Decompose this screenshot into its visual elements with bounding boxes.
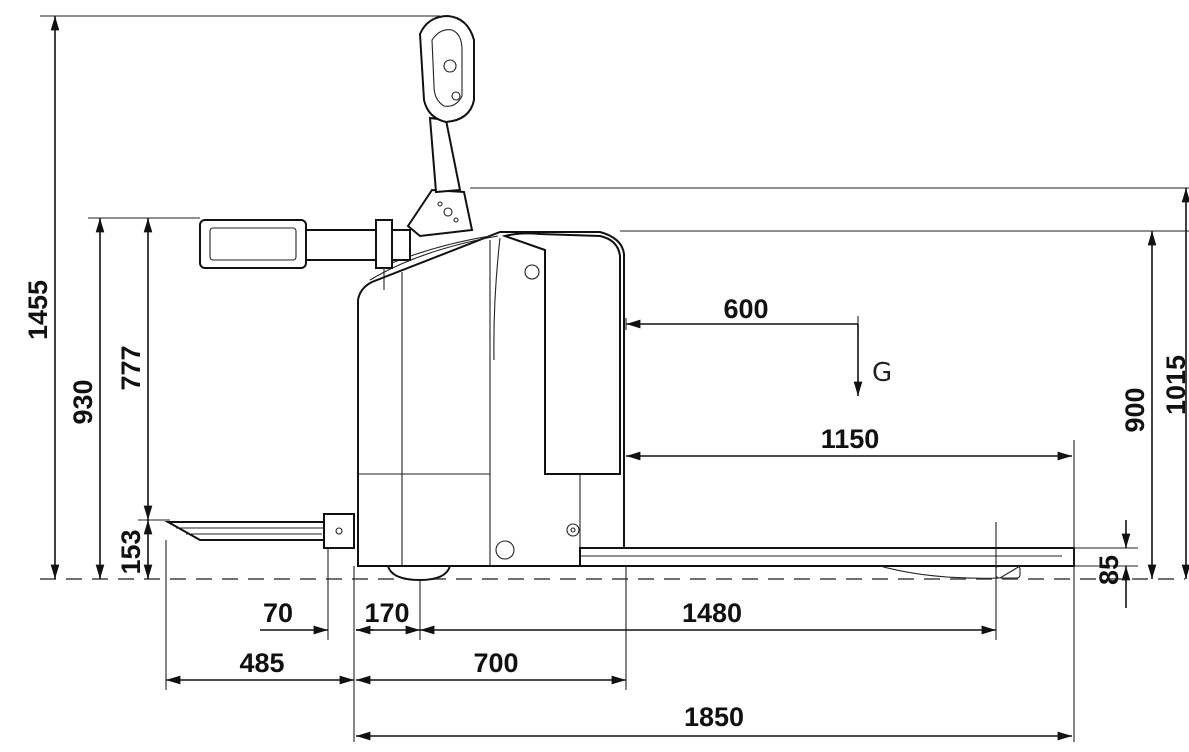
dim-label-153: 153 [116, 529, 146, 574]
tiller-pivot [406, 188, 474, 238]
tiller-arm [418, 14, 475, 194]
dim-label-1480: 1480 [682, 598, 742, 628]
dim-label-85: 85 [1094, 555, 1124, 585]
gravity-label: G [872, 358, 892, 388]
dim-label-1850: 1850 [684, 702, 744, 732]
dim-label-485: 485 [239, 648, 284, 678]
operator-platform [164, 513, 355, 549]
dim-label-70: 70 [263, 598, 293, 628]
tiller-handle-horizontal [199, 219, 411, 290]
dim-label-1455: 1455 [23, 280, 53, 340]
dim-label-600: 600 [723, 294, 768, 324]
dim-label-900: 900 [1120, 387, 1150, 432]
dim-label-930: 930 [68, 379, 98, 424]
truck-body [357, 231, 625, 582]
dim-label-777: 777 [116, 345, 146, 390]
extension-lines [40, 15, 1189, 742]
dim-label-1015: 1015 [1161, 355, 1189, 415]
dim-label-1150: 1150 [821, 424, 880, 454]
fork [579, 547, 1075, 579]
dim-label-170: 170 [364, 598, 409, 628]
dim-label-700: 700 [473, 648, 518, 678]
